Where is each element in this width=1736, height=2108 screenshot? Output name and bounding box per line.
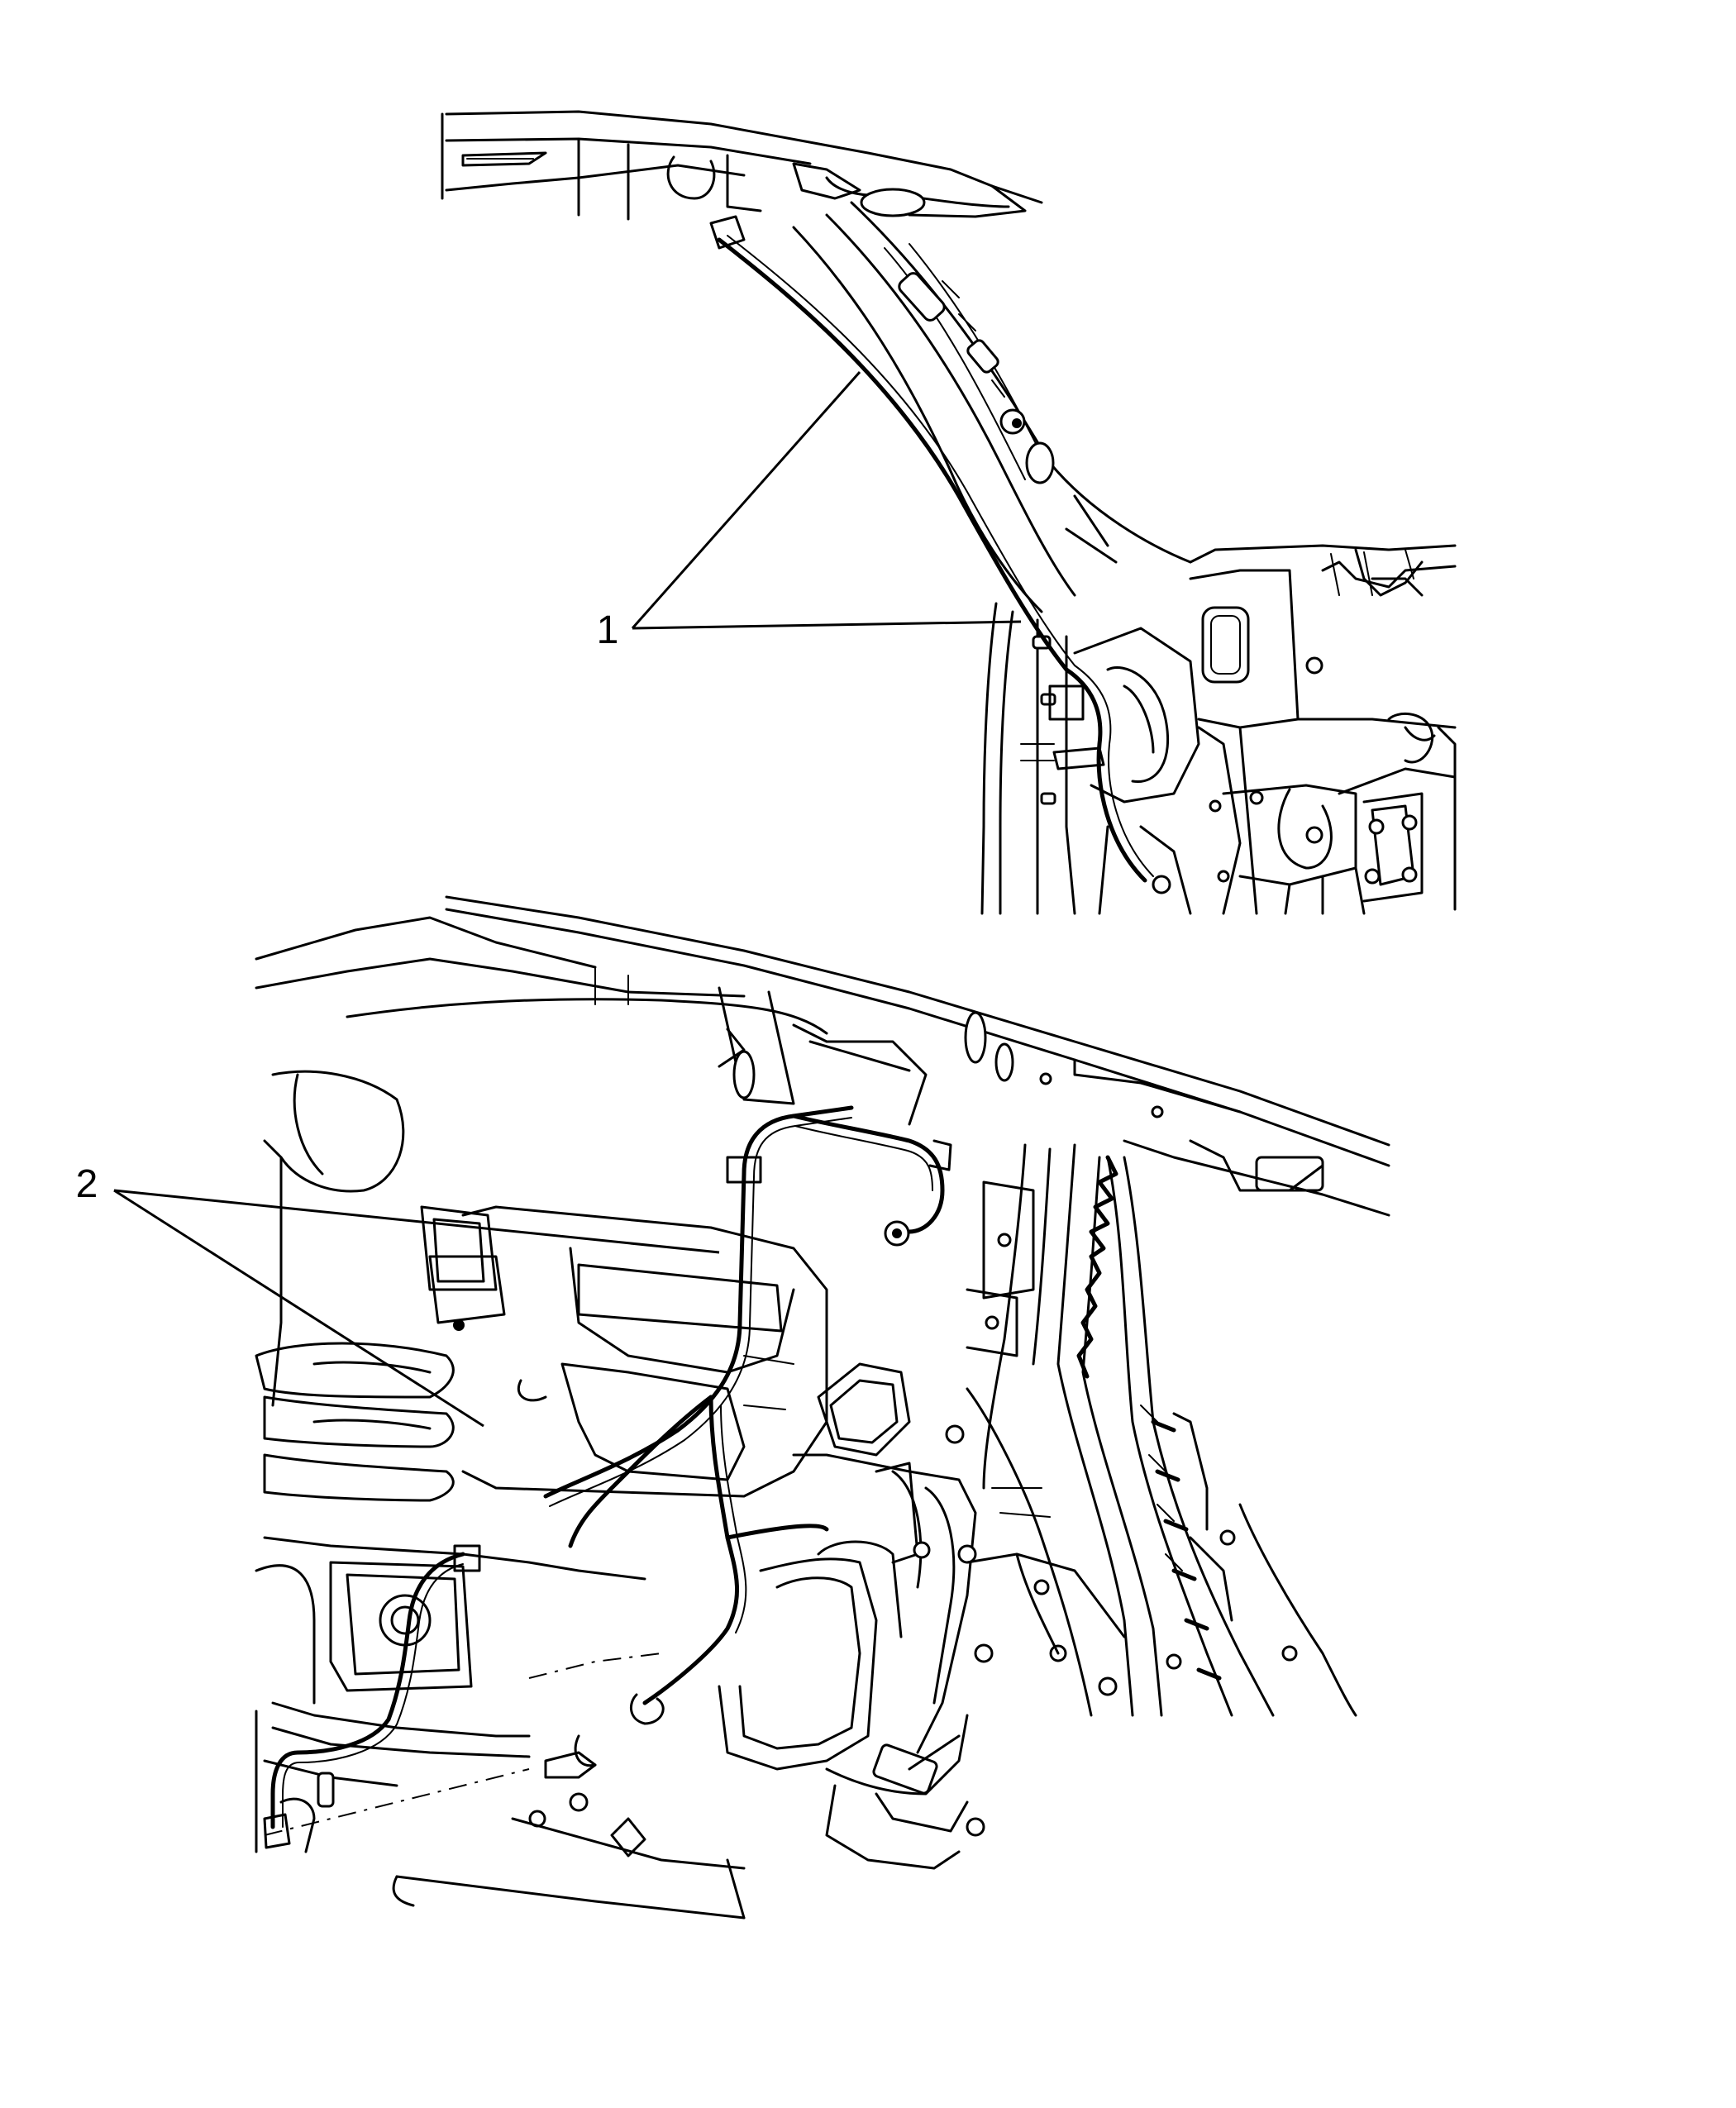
- harness-item-1: [709, 215, 1171, 894]
- harness-item-2: [263, 1105, 952, 1849]
- lower-view-quarter-structure: [255, 895, 1390, 1920]
- callout-2-label: 2: [76, 1162, 98, 1206]
- callout-1-label: 1: [597, 608, 619, 652]
- callout-1: 1: [597, 371, 1022, 652]
- upper-view-pillar-structure: [441, 110, 1457, 915]
- callout-2: 2: [76, 1162, 720, 1428]
